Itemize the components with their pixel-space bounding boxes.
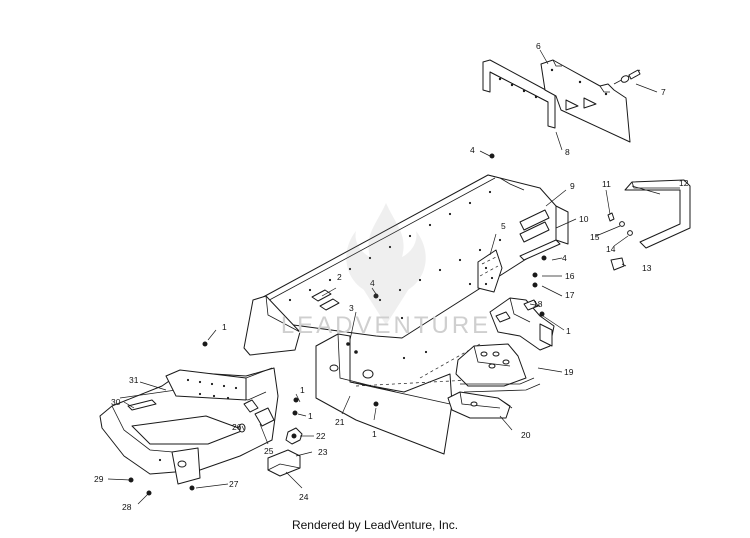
callout-26: 26	[232, 422, 242, 432]
callout-11: 11	[602, 179, 611, 189]
callout-14: 14	[606, 244, 616, 254]
bumper-cap	[610, 257, 625, 271]
leadventure-watermark-logo	[346, 203, 426, 325]
callout-21: 21	[335, 417, 345, 427]
main-tunnel-frame	[243, 174, 569, 356]
callout-4: 4	[470, 145, 475, 155]
callout-24: 24	[299, 492, 309, 502]
callout-1: 1	[566, 326, 571, 336]
callout-16: 16	[565, 271, 575, 281]
callout-labels: 1 1 1 1 1 2 3 4 4 4 5 6 7 8 9 10 11 12 1…	[94, 41, 689, 512]
callout-19: 19	[564, 367, 574, 377]
callout-10: 10	[579, 214, 589, 224]
callout-31: 31	[129, 375, 139, 385]
callout-1: 1	[308, 411, 313, 421]
callout-15: 15	[590, 232, 600, 242]
callout-13: 13	[642, 263, 652, 273]
callout-2: 2	[337, 272, 342, 282]
callout-22: 22	[316, 431, 326, 441]
reinforcement-plate	[477, 249, 503, 293]
callout-28: 28	[122, 502, 132, 512]
callout-4: 4	[562, 253, 567, 263]
callout-30: 30	[111, 397, 121, 407]
dash-panel-bracket	[482, 59, 556, 129]
callout-20: 20	[521, 430, 531, 440]
callout-27: 27	[229, 479, 239, 489]
callout-1: 1	[300, 385, 305, 395]
leader-lines	[107, 49, 661, 505]
watermark-text: LEADVENTURE	[280, 312, 492, 339]
callout-3: 3	[349, 303, 354, 313]
footer-credit: Rendered by LeadVenture, Inc.	[291, 518, 459, 532]
callout-29: 29	[94, 474, 104, 484]
lower-bracket	[455, 343, 541, 393]
callout-8: 8	[565, 147, 570, 157]
grommet	[285, 427, 303, 445]
tow-bracket	[447, 391, 513, 419]
callout-17: 17	[565, 290, 575, 300]
callout-23: 23	[318, 447, 328, 457]
callout-1: 1	[222, 322, 227, 332]
callout-4: 4	[370, 278, 375, 288]
callout-7: 7	[661, 87, 666, 97]
hinge-tab	[267, 449, 301, 477]
callout-1: 1	[372, 429, 377, 439]
callout-6: 6	[536, 41, 541, 51]
mount-bracket	[489, 297, 555, 351]
callout-12: 12	[679, 178, 689, 188]
dash-panel	[540, 59, 631, 143]
cable-fitting	[613, 69, 641, 85]
bumper-bar	[624, 179, 691, 249]
callout-25: 25	[264, 446, 274, 456]
callout-5: 5	[501, 221, 506, 231]
front-nose-pan	[99, 367, 279, 485]
callout-9: 9	[570, 181, 575, 191]
callout-18: 18	[533, 299, 543, 309]
